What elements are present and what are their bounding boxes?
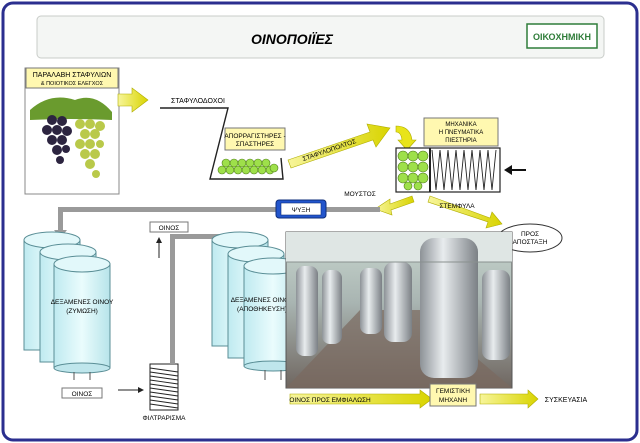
feed-arrow: [395, 125, 417, 151]
marc-arrow: [427, 195, 503, 229]
quality-control-label: & ΠΟΙΟΤΙΚΟΣ ΕΛΕΓΧΟΣ: [41, 81, 104, 87]
page-title: ΟΙΝΟΠΟΙΪΕΣ: [251, 31, 334, 47]
storage-label-2: (ΑΠΟΘΗΚΕΥΣΗ): [237, 306, 287, 313]
wine-up-arrow: [156, 237, 162, 258]
filling-machine-box: [429, 383, 477, 407]
press-label-3: ΠΙΕΣΤΗΡΙΑ: [445, 138, 476, 144]
destemmer-label: ΑΠΟΡΡΑΓΙΣΤΗΡΕΣ -: [224, 133, 285, 140]
grape-reception-label-box: [25, 67, 119, 89]
wine-top-label-box: [149, 221, 189, 233]
packaging-label: ΣΥΣΚΕΥΑΣΙΑ: [545, 397, 588, 404]
fermentation-label-2: (ΖΥΜΩΣΗ): [66, 308, 98, 315]
filling-machine-label-1: ΓΕΜΙΣΤΙΚΗ: [436, 388, 470, 395]
crusher-label: ΣΠΑΣΤΗΡΕΣ: [236, 141, 274, 148]
marc-label: ΣΤΕΜΦΥΛΑ: [439, 203, 475, 210]
press-input-arrow: [504, 165, 526, 175]
storage-tanks: [211, 231, 303, 380]
fermentation-tanks: [23, 231, 111, 380]
press-label-1: ΜΗΧΑΝΙΚΑ: [445, 122, 476, 128]
wine-bottom-label-box: [61, 387, 103, 399]
cooling-unit: [275, 199, 327, 219]
destemmer-grapes: [217, 158, 279, 175]
packaging-arrow: [479, 389, 539, 409]
press-label-box: [423, 117, 499, 147]
cooling-label: ΨΥΞΗ: [292, 207, 311, 214]
pomace-arrow: [287, 123, 391, 169]
must-arrow: [374, 195, 415, 216]
reception-arrow: [117, 87, 149, 113]
header-bar: [36, 15, 605, 59]
press-machine: [395, 147, 501, 193]
bottling-arrow: [289, 389, 433, 409]
filling-machine-label-2: ΜΗΧΑΝΗ: [439, 397, 467, 404]
press-label-2: Η ΠΝΕΥΜΑΤΙΚΑ: [439, 130, 484, 136]
company-logo: ΟΙΚΟΧΗΜΙΚΗ: [526, 23, 598, 49]
winery-interior-photo: [285, 231, 513, 389]
wine-top-label: ΟΙΝΟΣ: [159, 225, 180, 232]
distillation-label-1: ΠΡΟΣ: [521, 231, 539, 238]
filtration-label: ΦΙΛΤΡΑΡΙΣΜΑ: [143, 415, 187, 422]
must-label: ΜΟΥΣΤΟΣ: [344, 191, 376, 198]
grape-reception-label: ΠΑΡΑΛΑΒΗ ΣΤΑΦΥΛΙΩΝ: [33, 72, 112, 79]
bottling-label: ΟΙΝΟΣ ΠΡΟΣ ΕΜΦΙΑΛΩΣΗ: [289, 397, 371, 404]
fermentation-label-1: ΔΕΞΑΜΕΝΕΣ ΟΙΝΟΥ: [51, 299, 114, 306]
wine-to-filter-arrow: [118, 387, 144, 393]
distillation-label-2: ΑΠΟΣΤΑΞΗ: [513, 239, 548, 246]
hopper-outline: [160, 107, 284, 180]
storage-label-1: ΔΕΞΑΜΕΝΕΣ ΟΙΝΟΥ: [231, 297, 294, 304]
grape-reception-photo: [24, 67, 120, 195]
logo-text: ΟΙΚΟΧΗΜΙΚΗ: [533, 32, 591, 42]
filter-unit: [149, 363, 179, 411]
hopper-label: ΣΤΑΦΥΛΟΔΟΧΟΙ: [171, 98, 225, 105]
destemmer-label-box: [224, 127, 286, 151]
wine-bottom-label: ΟΙΝΟΣ: [72, 391, 93, 398]
